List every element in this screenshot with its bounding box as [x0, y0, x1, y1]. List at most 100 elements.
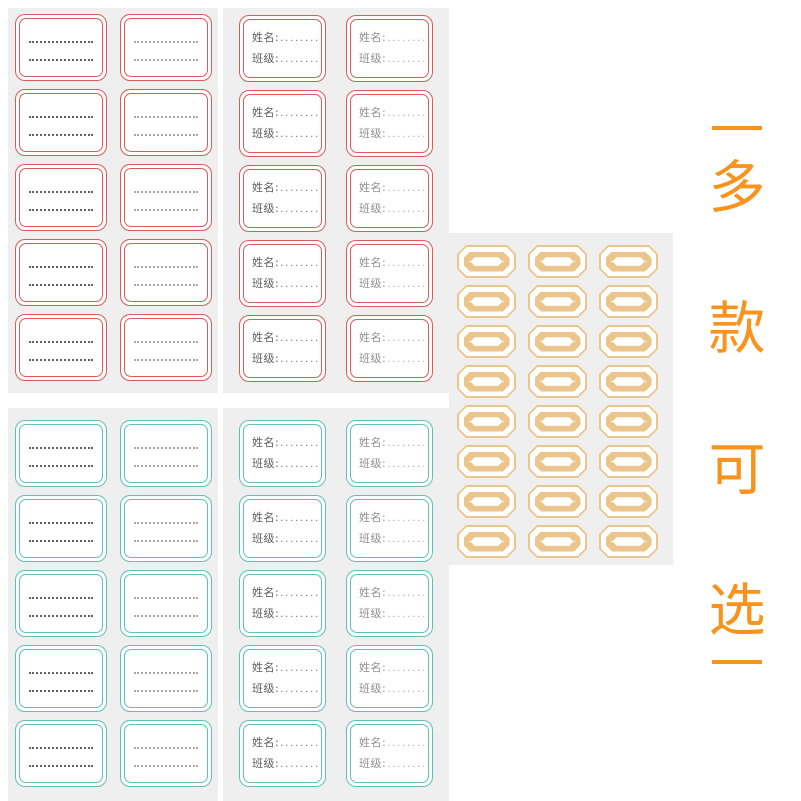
octagon-label-gap [601, 247, 656, 276]
dotted-fill-line: ........... [280, 258, 321, 270]
label-writing-area: 姓名:...........班级:........... [243, 649, 322, 708]
class-field-row: 班级:........... [252, 608, 321, 620]
octagon-label-gap [601, 367, 656, 396]
octagon-label [528, 445, 587, 478]
octagon-label-gap [459, 447, 514, 476]
class-field-row: 班级:........... [359, 533, 428, 545]
label-writing-area [123, 574, 208, 633]
octagon-label [528, 285, 587, 318]
label-writing-area: 姓名:...........班级:........... [350, 499, 429, 558]
blank-label [14, 239, 107, 306]
octagon-label-fill [469, 337, 504, 346]
name-class-label: 姓名:...........班级:........... [346, 240, 433, 307]
class-field-caption: 班级: [359, 351, 387, 365]
dotted-fill-line: ........... [387, 533, 428, 545]
dotted-fill-line: ........... [387, 258, 428, 270]
octagon-label [599, 245, 658, 278]
dotted-writing-line [133, 540, 198, 542]
blank-label [119, 14, 212, 81]
class-field-row: 班级:........... [359, 276, 428, 290]
name-field-row: 姓名:........... [252, 182, 321, 194]
label-writing-area [18, 318, 103, 377]
sheet-teal-blank-labels [8, 408, 218, 801]
octagon-label-fill [540, 537, 575, 546]
dotted-fill-line: ........... [387, 608, 428, 620]
name-field-caption: 姓名: [359, 436, 387, 450]
octagon-label-inner-line [535, 492, 581, 512]
name-field-caption: 姓名: [359, 511, 387, 525]
class-field-row: 班级:........... [252, 203, 321, 215]
class-field-row: 班级:........... [359, 126, 428, 140]
name-field-caption: 姓名: [252, 661, 280, 675]
blank-label [14, 420, 107, 487]
dotted-writing-line [133, 597, 198, 599]
dotted-writing-line [133, 690, 198, 692]
label-writing-area [123, 724, 208, 783]
octagon-label-inner-line [464, 252, 510, 272]
octagon-label-inner-line [535, 332, 581, 352]
label-writing-area: 姓名:...........班级:........... [243, 574, 322, 633]
name-field-row: 姓名:........... [359, 32, 428, 44]
class-field-caption: 班级: [252, 681, 280, 695]
label-writing-area [18, 93, 103, 152]
class-field-row: 班级:........... [252, 278, 321, 290]
octagon-label-gap [459, 487, 514, 516]
label-writing-area: 姓名:...........班级:........... [350, 319, 429, 378]
name-class-label: 姓名:...........班级:........... [239, 495, 326, 562]
octagon-label-gap [459, 287, 514, 316]
octagon-label [599, 485, 658, 518]
octagon-label-inner-line [535, 412, 581, 432]
octagon-label-gap [459, 527, 514, 556]
class-field-row: 班级:........... [252, 458, 321, 470]
octagon-label-fill [611, 337, 646, 346]
label-writing-area [18, 243, 103, 302]
blank-label [119, 314, 212, 381]
octagon-label [528, 405, 587, 438]
octagon-label [457, 485, 516, 518]
dotted-writing-line [28, 690, 93, 692]
label-writing-area: 姓名:...........班级:........... [350, 424, 429, 483]
label-writing-area: 姓名:...........班级:........... [350, 724, 429, 783]
octagon-label [599, 445, 658, 478]
octagon-label-inner-line [535, 292, 581, 312]
dotted-fill-line: ........... [387, 758, 428, 770]
label-writing-area [123, 424, 208, 483]
class-field-caption: 班级: [359, 456, 387, 470]
octagon-label [599, 405, 658, 438]
name-class-label: 姓名:...........班级:........... [346, 720, 433, 787]
dotted-fill-line: ........... [387, 203, 428, 215]
class-field-caption: 班级: [359, 276, 387, 290]
class-field-caption: 班级: [359, 51, 387, 65]
label-writing-area [123, 168, 208, 227]
dotted-writing-line [28, 341, 93, 343]
class-field-row: 班级:........... [359, 203, 428, 215]
octagon-label-inner-line [606, 532, 652, 552]
label-writing-area [123, 499, 208, 558]
octagon-label-gap [530, 367, 585, 396]
dotted-writing-line [133, 765, 198, 767]
dotted-writing-line [28, 59, 93, 61]
octagon-label-fill [540, 497, 575, 506]
dotted-writing-line [133, 41, 198, 43]
name-field-caption: 姓名: [252, 331, 280, 345]
label-writing-area [18, 424, 103, 483]
octagon-label [599, 325, 658, 358]
octagon-label-fill [611, 377, 646, 386]
label-writing-area: 姓名:...........班级:........... [350, 244, 429, 303]
dotted-writing-line [133, 465, 198, 467]
class-field-caption: 班级: [359, 126, 387, 140]
dotted-fill-line: ........... [387, 353, 428, 365]
dotted-fill-line: ........... [280, 533, 321, 545]
octagon-label-gap [601, 487, 656, 516]
label-writing-area: 姓名:...........班级:........... [350, 649, 429, 708]
octagon-label [457, 325, 516, 358]
dotted-writing-line [133, 59, 198, 61]
octagon-label-fill [469, 377, 504, 386]
dotted-writing-line [28, 41, 93, 43]
name-field-row: 姓名:........... [359, 107, 428, 119]
name-field-row: 姓名:........... [252, 32, 321, 44]
class-field-caption: 班级: [252, 51, 280, 65]
octagon-label-inner-line [464, 532, 510, 552]
sheet-red-name-class-labels: 姓名:...........班级:...........姓名:.........… [223, 8, 449, 393]
octagon-label [599, 285, 658, 318]
